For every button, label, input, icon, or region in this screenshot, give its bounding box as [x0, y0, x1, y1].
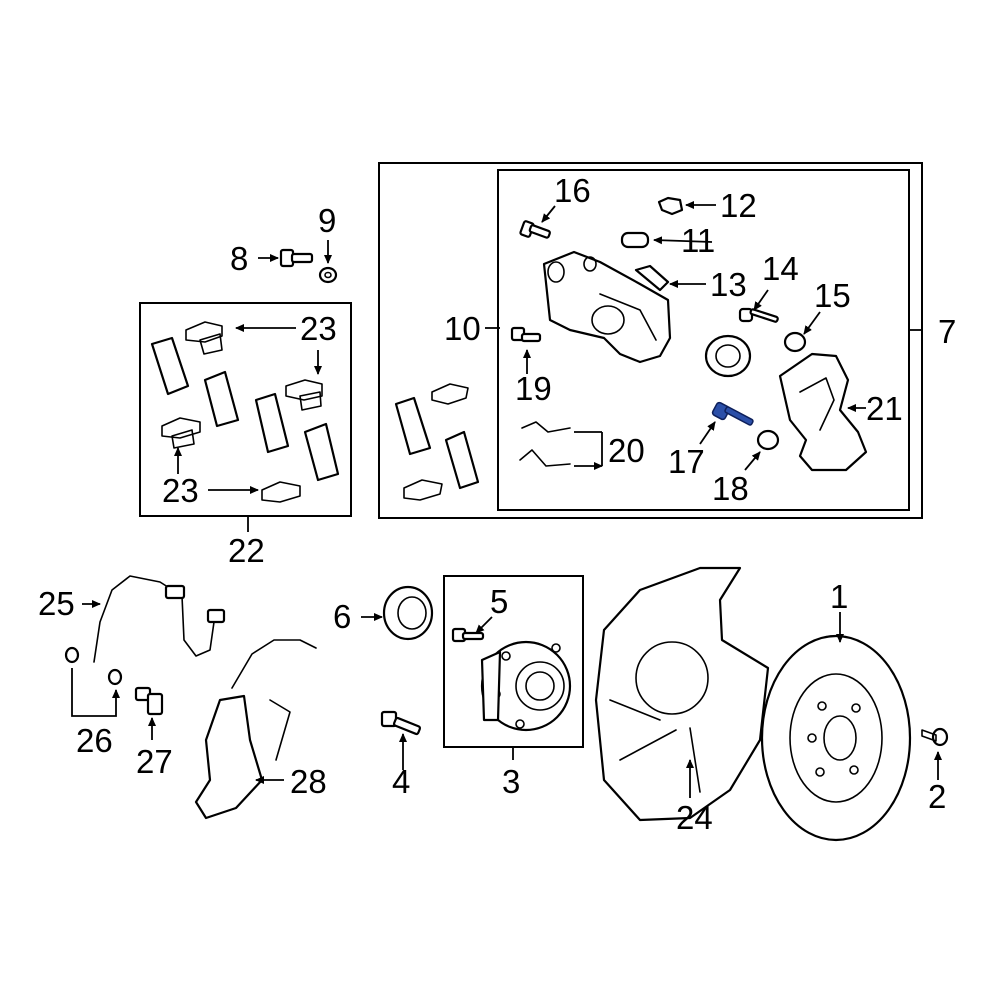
hub-assembly-box — [443, 575, 584, 748]
part-piston[interactable] — [704, 334, 752, 378]
part-9-washer[interactable] — [318, 266, 338, 284]
part-23-clips-upper[interactable] — [185, 321, 323, 411]
caliper-assembly-inner-box — [497, 169, 910, 511]
callout-11: 11 — [681, 222, 715, 259]
callout-19: 19 — [515, 370, 552, 407]
part-11-bleeder[interactable] — [620, 231, 650, 249]
callout-28: 28 — [290, 763, 327, 800]
callout-26: 26 — [76, 722, 113, 759]
part-10-caliper[interactable] — [542, 250, 672, 364]
brake-pad-kit-box — [139, 302, 352, 517]
part-20-springs[interactable] — [519, 421, 571, 467]
callout-5: 5 — [490, 583, 508, 620]
callout-25: 25 — [38, 585, 75, 622]
part-15-boot[interactable] — [783, 331, 807, 353]
leader-lines — [71, 201, 942, 798]
part-12-cap[interactable] — [657, 196, 684, 216]
part-14-guide-pin[interactable] — [738, 307, 779, 323]
part-3-hub[interactable] — [480, 640, 572, 732]
callout-18: 18 — [712, 470, 749, 507]
callout-1: 1 — [830, 578, 848, 615]
caliper-assembly-outer-box — [378, 162, 923, 519]
callout-13: 13 — [710, 266, 747, 303]
callout-7: 7 — [938, 313, 956, 350]
callout-22: 22 — [228, 532, 265, 569]
callout-14: 14 — [762, 250, 799, 287]
part-16-bolt[interactable] — [519, 220, 551, 239]
callout-17: 17 — [668, 443, 705, 480]
part-26-washers[interactable] — [64, 646, 123, 686]
part-6-bearing[interactable] — [382, 585, 434, 641]
part-19-bolt[interactable] — [510, 326, 542, 343]
part-17-guide-pin[interactable] — [711, 401, 754, 426]
callout-24: 24 — [676, 799, 713, 836]
callout-3: 3 — [502, 763, 520, 800]
part-2-screw[interactable] — [921, 727, 949, 747]
callout-15: 15 — [814, 277, 851, 314]
callout-20: 20 — [608, 432, 645, 469]
callout-9: 9 — [318, 202, 336, 239]
part-24-dust-shield[interactable] — [594, 566, 770, 822]
callout-21: 21 — [866, 390, 903, 427]
part-22-pad-set[interactable] — [150, 336, 340, 482]
callout-23-upper: 23 — [300, 310, 337, 347]
callout-12: 12 — [720, 187, 757, 224]
callout-27: 27 — [136, 743, 173, 780]
part-21-bracket[interactable] — [778, 352, 868, 472]
part-27-bolt[interactable] — [134, 686, 164, 716]
part-8-bolt[interactable] — [279, 248, 314, 268]
caliper-pads-inset — [394, 383, 480, 501]
callout-16: 16 — [554, 172, 591, 209]
part-23-clips-lower[interactable] — [161, 417, 301, 503]
part-13-sensor[interactable] — [634, 264, 670, 292]
part-25-brake-hose[interactable] — [93, 575, 226, 663]
callout-6: 6 — [333, 598, 351, 635]
callout-2: 2 — [928, 778, 946, 815]
part-1-rotor[interactable] — [760, 634, 912, 842]
callout-8: 8 — [230, 240, 248, 277]
callout-4: 4 — [392, 763, 410, 800]
part-28-wheel-speed-sensor[interactable] — [194, 639, 317, 820]
callout-23-lower: 23 — [162, 472, 199, 509]
part-5-stud[interactable] — [451, 627, 485, 643]
part-18-boot[interactable] — [756, 429, 780, 451]
part-4-bolt[interactable] — [380, 710, 422, 736]
callout-10: 10 — [444, 310, 481, 347]
